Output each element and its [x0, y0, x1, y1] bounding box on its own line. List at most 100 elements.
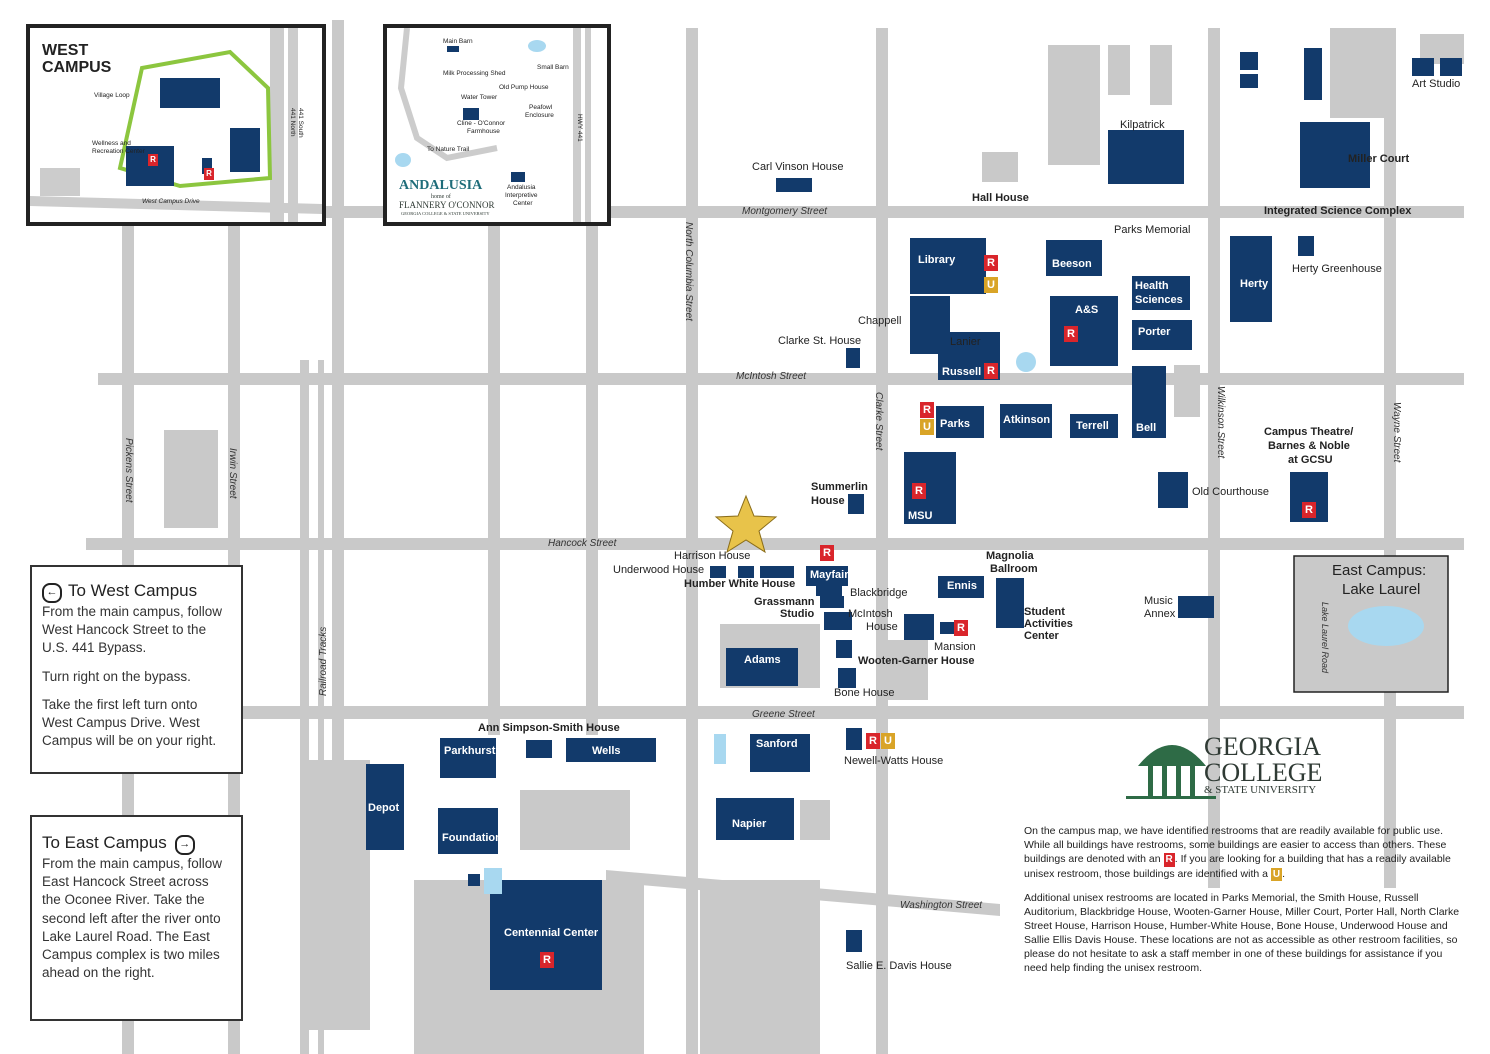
mcintosh-street [98, 373, 1464, 385]
andalusia-cline-2: Farmhouse [467, 128, 500, 135]
label-music-annex-2: Annex [1144, 608, 1176, 620]
legend-paragraph-1: On the campus map, we have identified re… [1024, 824, 1464, 881]
label-ennis: Ennis [947, 580, 977, 592]
clarke-st-house-building [846, 348, 860, 368]
andalusia-inset-map [395, 28, 591, 222]
health-sciences-building [1132, 276, 1190, 310]
restroom-r-parks: R [920, 402, 934, 418]
carl-vinson-building [776, 178, 812, 192]
label-parkhurst: Parkhurst [444, 745, 496, 757]
label-miller-court: Miller Court [1348, 153, 1410, 165]
harrison-building [710, 566, 726, 578]
label-adams: Adams [744, 654, 781, 666]
water-feature-1 [714, 734, 726, 764]
street-label-irwin: Irwin Street [227, 448, 238, 499]
label-wooten-garner: Wooten-Garner House [858, 655, 975, 667]
label-parks: Parks [940, 418, 970, 430]
star-icon [714, 494, 778, 554]
campus-fountain [1016, 352, 1036, 372]
logo-line-1: GEORGIA [1204, 732, 1321, 761]
street-label-montgomery: Montgomery Street [742, 206, 828, 217]
directions-west-p1: From the main campus, follow West Hancoc… [42, 604, 223, 656]
street-label-washington: Washington Street [900, 900, 983, 911]
label-library: Library [918, 254, 956, 266]
andalusia-inset: Main Barn Small Barn Milk Processing She… [383, 24, 611, 226]
library-building [910, 238, 986, 294]
railroad [300, 360, 309, 1054]
street-label-pickens: Pickens Street [123, 438, 134, 503]
restroom-r-library: R [984, 255, 998, 271]
adams-building [726, 648, 798, 686]
west-campus-inset-map [30, 28, 322, 222]
label-beeson: Beeson [1052, 258, 1092, 270]
miller-court-building [1300, 122, 1370, 188]
andalusia-interp-2: Interpretive [505, 192, 538, 199]
west-inset-hwy-south: 441 South [297, 108, 304, 138]
mansion-building [904, 614, 934, 640]
lot-2 [1048, 45, 1100, 165]
directions-west-p2: Turn right on the bypass. [42, 668, 191, 684]
underwood-building [738, 566, 754, 578]
label-summerlin-2: House [811, 495, 845, 507]
lot-7 [1174, 365, 1200, 417]
hall-house-building [982, 152, 1018, 182]
label-blackbridge: Blackbridge [850, 587, 908, 599]
andalusia-milk-shed: Milk Processing Shed [443, 70, 506, 77]
label-atkinson: Atkinson [1003, 414, 1051, 426]
north-columbia-street [686, 28, 698, 1054]
andalusia-logo-4: GEORGIA COLLEGE & STATE UNIVERSITY [401, 211, 490, 216]
legend-u-symbol: U [1270, 867, 1283, 881]
andalusia-water-tower: Water Tower [461, 94, 498, 101]
directions-west-title: To West Campus [68, 581, 198, 600]
bone-house-building [838, 668, 856, 688]
logo-line-3: & STATE UNIVERSITY [1204, 784, 1317, 796]
buildings [366, 48, 1462, 990]
lot-13 [520, 790, 630, 850]
west-inset-drive: West Campus Drive [142, 198, 200, 205]
street-label-mcintosh: McIntosh Street [736, 371, 807, 382]
restroom-u-library: U [984, 277, 998, 293]
label-art-studio: Art Studio [1412, 78, 1461, 90]
label-mayfair: Mayfair [810, 569, 849, 581]
label-depot: Depot [368, 802, 400, 814]
street-label-wayne: Wayne Street [1391, 402, 1402, 463]
centennial-building-side [468, 874, 480, 886]
old-courthouse-building [1158, 472, 1188, 508]
label-clarke-st-house: Clarke St. House [778, 335, 862, 347]
logo-line-2: COLLEGE [1204, 758, 1323, 787]
street-label-wilkinson: Wilkinson Street [1215, 386, 1226, 459]
college-logo [1126, 745, 1216, 799]
lake-laurel [1348, 606, 1424, 646]
label-chappell: Chappell [858, 315, 902, 327]
lot-3 [1108, 45, 1130, 95]
label-napier: Napier [732, 818, 767, 830]
directions-east-p1: From the main campus, follow East Hancoc… [42, 856, 223, 981]
atkinson-building [1000, 404, 1052, 438]
label-underwood: Underwood House [613, 564, 705, 576]
label-health-1: Health [1135, 280, 1169, 292]
wooten-garner-building [836, 640, 852, 658]
label-porter: Porter [1138, 326, 1171, 338]
directions-west-box: ←To West Campus From the main campus, fo… [30, 565, 243, 774]
label-old-courthouse: Old Courthouse [1192, 486, 1270, 498]
label-msu: MSU [908, 510, 933, 522]
porter-building [1132, 320, 1192, 350]
lot-4 [1150, 45, 1172, 105]
label-as: A&S [1075, 304, 1099, 316]
label-russell: Russell [942, 366, 982, 378]
sanford-building [750, 734, 810, 772]
as-building [1050, 296, 1118, 366]
label-magnolia-1: Magnolia [986, 550, 1034, 562]
blackbridge-building [816, 586, 842, 596]
railroad-2 [318, 360, 324, 1054]
label-campus-theatre-2: Barnes & Noble [1268, 440, 1350, 452]
sallie-davis-building [846, 930, 862, 952]
west-inset-title-1: WEST [42, 42, 89, 59]
label-student-activities-1: Student [1024, 606, 1065, 618]
magnolia-building [996, 578, 1024, 628]
logo-pillar-1 [1148, 766, 1153, 796]
directions-west-p3: Take the first left turn onto West Campu… [42, 696, 217, 749]
andalusia-main-barn: Main Barn [443, 38, 473, 45]
label-kilpatrick: Kilpatrick [1120, 119, 1165, 131]
